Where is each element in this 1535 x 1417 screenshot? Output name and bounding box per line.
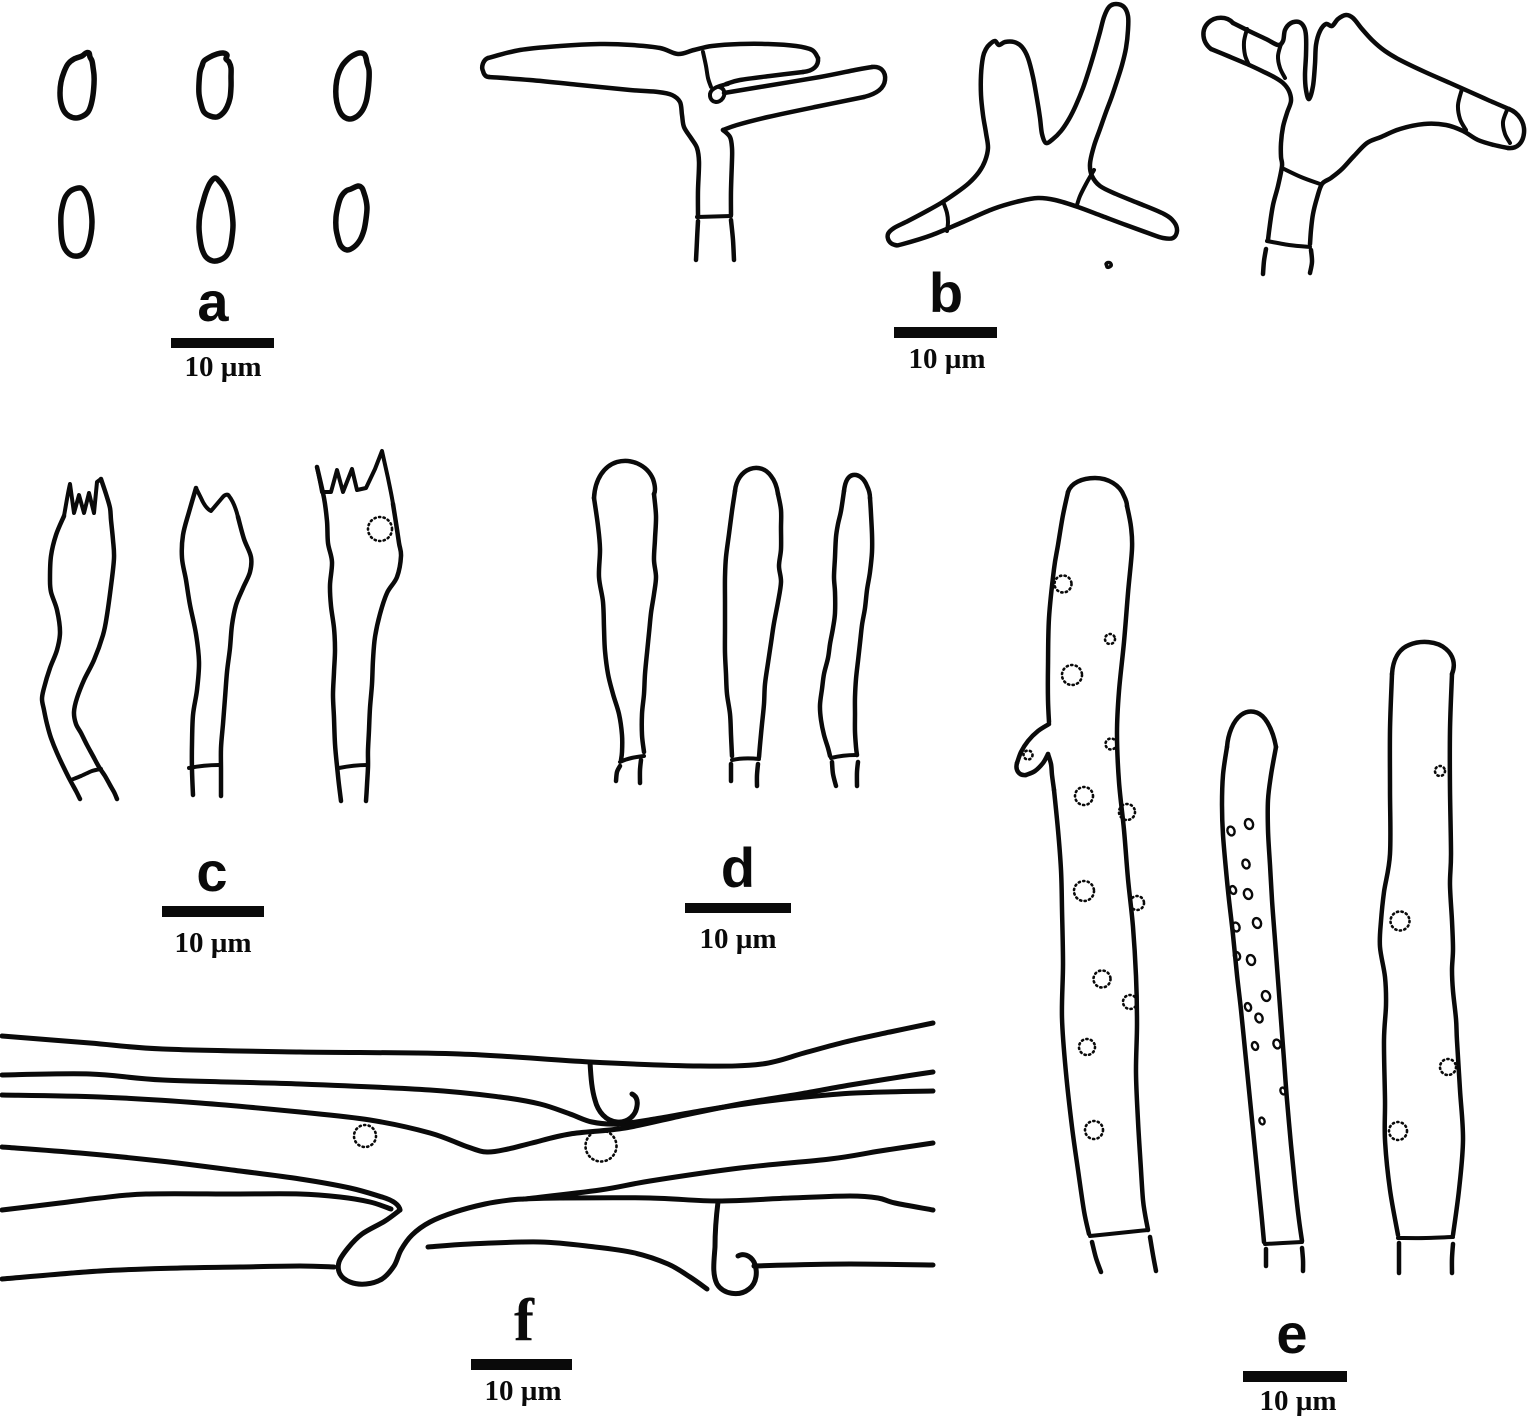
svg-text:10 µm: 10 µm [699,923,776,955]
svg-text:f: f [514,1287,535,1353]
svg-text:10 µm: 10 µm [484,1375,561,1407]
svg-text:c: c [196,840,227,903]
svg-text:10 µm: 10 µm [1259,1385,1336,1417]
svg-text:10 µm: 10 µm [908,343,985,375]
svg-text:10 µm: 10 µm [174,927,251,959]
svg-text:10 µm: 10 µm [184,351,261,383]
svg-text:a: a [197,270,229,333]
svg-text:d: d [721,836,755,899]
svg-text:b: b [929,261,963,324]
svg-text:e: e [1276,1302,1307,1365]
